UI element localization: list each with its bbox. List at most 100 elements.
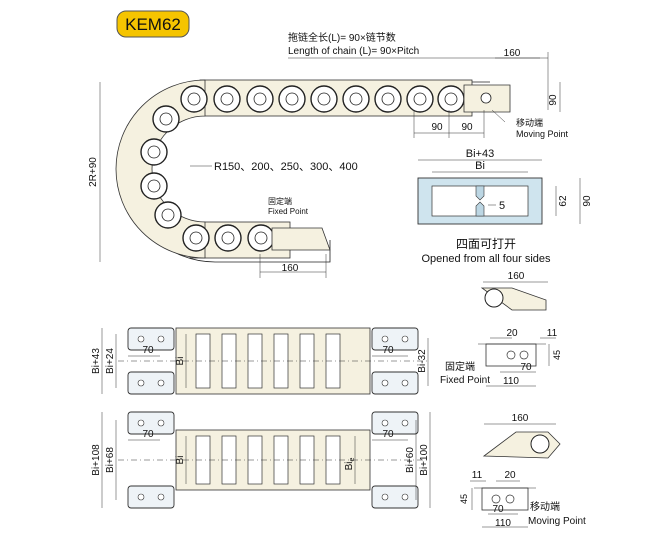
fixed-label-cn-2: 固定端 [445,360,475,373]
bracket-bolt [505,494,515,504]
end-plate [371,485,419,509]
dim-2r90: 2R+90 [88,157,99,187]
fixed-label-en: Fixed Point [268,207,309,216]
end-plate [127,411,175,435]
crossbars-top [195,333,341,389]
bracket-bolt [491,494,501,504]
fixed-dim-20: 20 [506,328,518,339]
section-62: 62 [558,195,569,207]
end-plate [371,371,419,395]
cross-section [417,159,581,225]
roller-hub [161,208,175,222]
fixed-label-cn: 固定端 [268,196,292,206]
moving-label-cn-2: 移动端 [530,500,560,513]
bracket-bolt [506,350,516,360]
bie-sub: e [349,458,356,462]
plan-bottom-bi60: Bi+60 [405,447,416,473]
moving-dim-110: 110 [495,518,511,529]
roller-hub [253,92,267,106]
section-five: 5 [499,200,505,212]
lower-rollers [182,224,275,252]
plan-top-70-left: 70 [142,345,154,356]
roller-hub [147,179,161,193]
end-plate [371,411,419,435]
bolt-hole [401,493,409,501]
plan-view-bottom [101,411,431,509]
bracket-plan [481,487,529,511]
moving-dim-70: 70 [492,504,504,515]
dim-90-right: 90 [548,94,559,106]
curve-rollers [140,105,182,229]
moving-label-en-2: Moving Point [528,516,586,527]
bolt-hole [381,379,389,387]
bolt-hole [381,493,389,501]
section-90: 90 [582,195,593,207]
moving-dim-45: 45 [459,494,469,504]
roller-hub [254,231,268,245]
plan-bottom-bie: Bie [344,458,356,471]
bolt-hole [381,335,389,343]
fixed-dim-110: 110 [503,376,519,387]
bolt-hole [157,493,165,501]
section-caption-cn: 四面可打开 [456,237,516,251]
side-view-chain [99,52,561,278]
roller-hub [349,92,363,106]
moving-dim-20: 20 [504,470,516,481]
bolt-hole [137,379,145,387]
section-bi: Bi [475,160,485,172]
roller-hub [317,92,331,106]
section-caption-en: Opened from all four sides [421,253,551,265]
moving-dim-160: 160 [512,413,529,424]
plan-top-bi32: Bi-32 [417,349,428,373]
fixed-dim-160: 160 [508,271,525,282]
plan-top-bi: Bi [175,357,186,366]
roller-hub [159,112,173,126]
plan-bottom-70-left: 70 [142,429,154,440]
plan-bottom-bi100: Bi+100 [419,444,430,476]
roller-hub [147,145,161,159]
roller-hub [189,231,203,245]
length-label-en: Length of chain (L)= 90×Pitch [288,46,419,57]
moving-bracket-drawing [470,423,561,528]
moving-label-en: Moving Point [516,129,569,139]
fixed-end-bracket [271,227,331,251]
plan-view-top [101,327,430,395]
end-plate [371,327,419,351]
roller-hub [413,92,427,106]
fixed-dim-11: 11 [547,328,558,339]
moving-leader [491,109,506,123]
moving-dim-11: 11 [472,470,483,481]
fixed-bracket-drawing [478,281,556,387]
plan-top-70-right: 70 [382,345,394,356]
bolt-hole [381,419,389,427]
plan-bottom-bi68: Bi+68 [105,447,116,473]
bolt-hole [157,335,165,343]
roller-hub [220,92,234,106]
bracket-hole [480,92,492,104]
bolt-hole [157,379,165,387]
bie-main: Bi [344,462,355,471]
title-badge [116,10,190,38]
bolt-hole [137,419,145,427]
roller-hub [221,231,235,245]
fixed-dim-70: 70 [520,362,532,373]
bolt-hole [157,419,165,427]
moving-label-cn: 移动端 [516,117,543,128]
section-bi43: Bi+43 [466,148,494,160]
plan-top-bi43: Bi+43 [91,348,102,374]
bolt-hole [137,335,145,343]
end-plate [127,371,175,395]
plan-top-bi24: Bi+24 [105,348,116,374]
radius-label: R150、200、250、300、400 [214,161,358,173]
separator [475,185,485,217]
bolt-hole [401,419,409,427]
plan-bottom-70-right: 70 [382,429,394,440]
plan-bottom-bi108: Bi+108 [91,444,102,476]
bolt-hole [401,379,409,387]
bracket-eye [530,434,550,454]
roller-hub [381,92,395,106]
bracket-bolt [519,350,529,360]
fixed-label-en-2: Fixed Point [440,375,490,386]
